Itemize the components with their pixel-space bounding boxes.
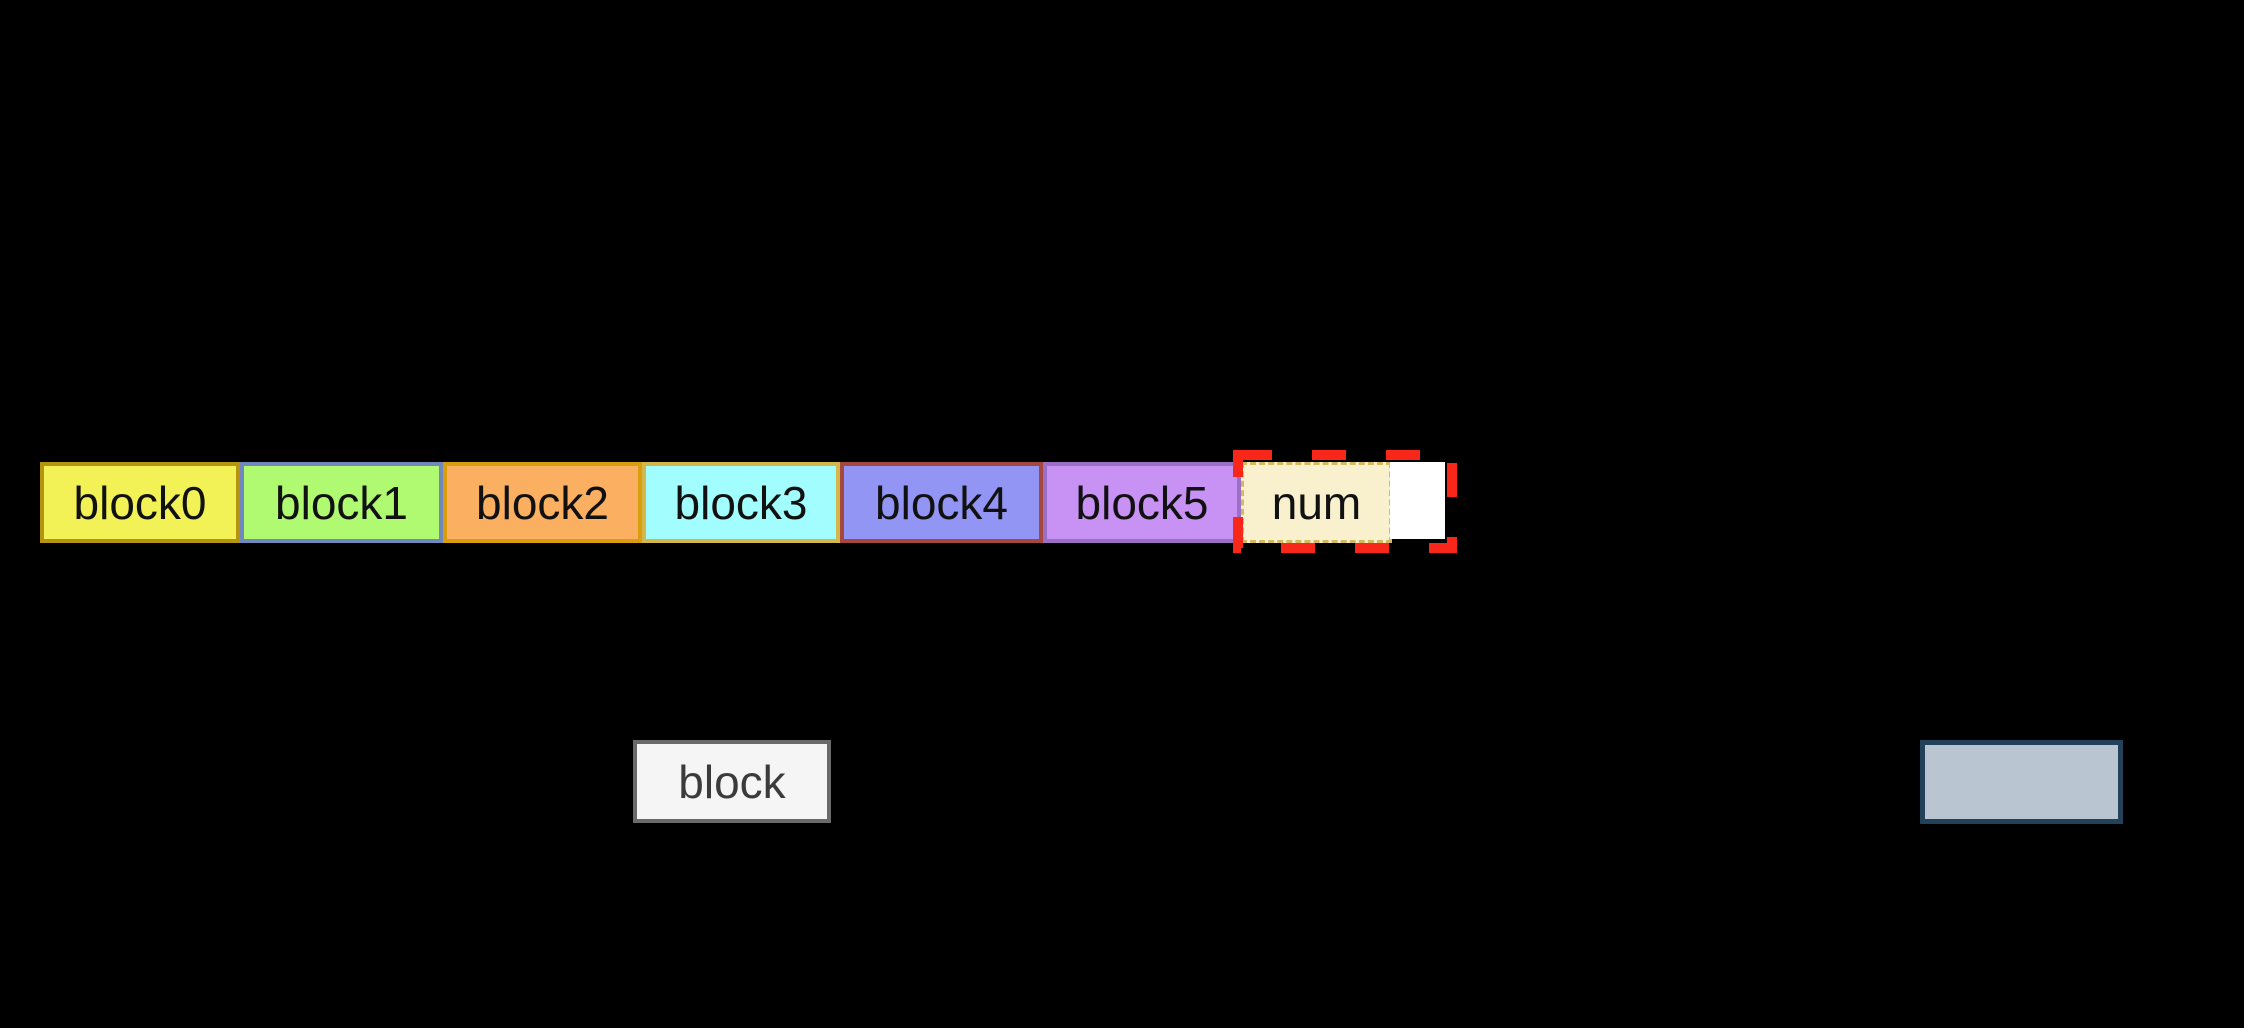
block-row: block0 block1 block2 block3 block4 block… — [40, 462, 1392, 543]
block-label: block1 — [275, 476, 408, 529]
block-label: block0 — [73, 476, 207, 529]
block-cell-block4[interactable]: block4 — [840, 462, 1043, 543]
legend-block-box: block — [633, 740, 831, 823]
block-label: num — [1271, 476, 1362, 529]
block-cell-block0[interactable]: block0 — [40, 462, 240, 543]
empty-slot[interactable] — [1390, 462, 1445, 539]
block-cell-block5[interactable]: block5 — [1043, 462, 1241, 543]
block-cell-block3[interactable]: block3 — [642, 462, 840, 543]
block-label: block5 — [1075, 476, 1209, 529]
legend-swatch-box — [1920, 740, 2123, 824]
block-label: block3 — [674, 476, 808, 529]
block-cell-block2[interactable]: block2 — [443, 462, 642, 543]
block-cell-block1[interactable]: block1 — [240, 462, 443, 543]
legend-block-label: block — [678, 755, 786, 808]
block-cell-num[interactable]: num — [1241, 462, 1392, 543]
block-label: block2 — [476, 476, 609, 529]
block-label: block4 — [875, 476, 1008, 529]
